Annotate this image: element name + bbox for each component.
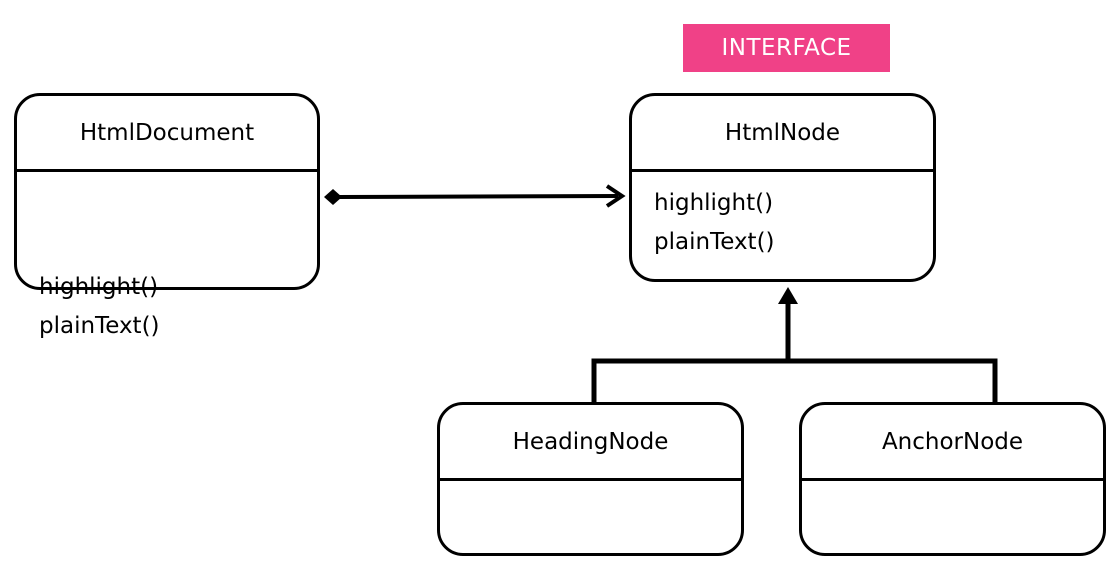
branch-line [591,358,998,404]
method-list-html-node: highlight() plainText() [632,172,933,262]
method-list-html-document: highlight() plainText() [17,172,317,346]
class-name-html-node: HtmlNode [632,96,933,172]
triangle-arrowhead [778,287,798,304]
interface-stereotype-badge: INTERFACE [683,24,890,72]
class-box-html-document: HtmlDocument highlight() plainText() [14,93,320,339]
class-box-html-node: HtmlNode highlight() plainText() [629,93,936,282]
composition-connector [324,184,626,208]
class-box-heading-node: HeadingNode [437,402,744,556]
class-name-heading-node: HeadingNode [440,405,741,481]
class-box-anchor-node: AnchorNode [799,402,1106,556]
composition-diamond [324,189,342,205]
implementation-connector [591,287,998,404]
method-highlight: highlight() [39,274,159,300]
class-name-html-document: HtmlDocument [17,96,317,172]
open-arrowhead [605,184,626,208]
stereotype-label: INTERFACE [721,35,852,61]
method-plain-text: plainText() [654,229,775,255]
composition-line [337,194,619,199]
class-name-anchor-node: AnchorNode [802,405,1103,481]
method-plain-text: plainText() [39,313,160,339]
method-highlight: highlight() [654,190,774,216]
